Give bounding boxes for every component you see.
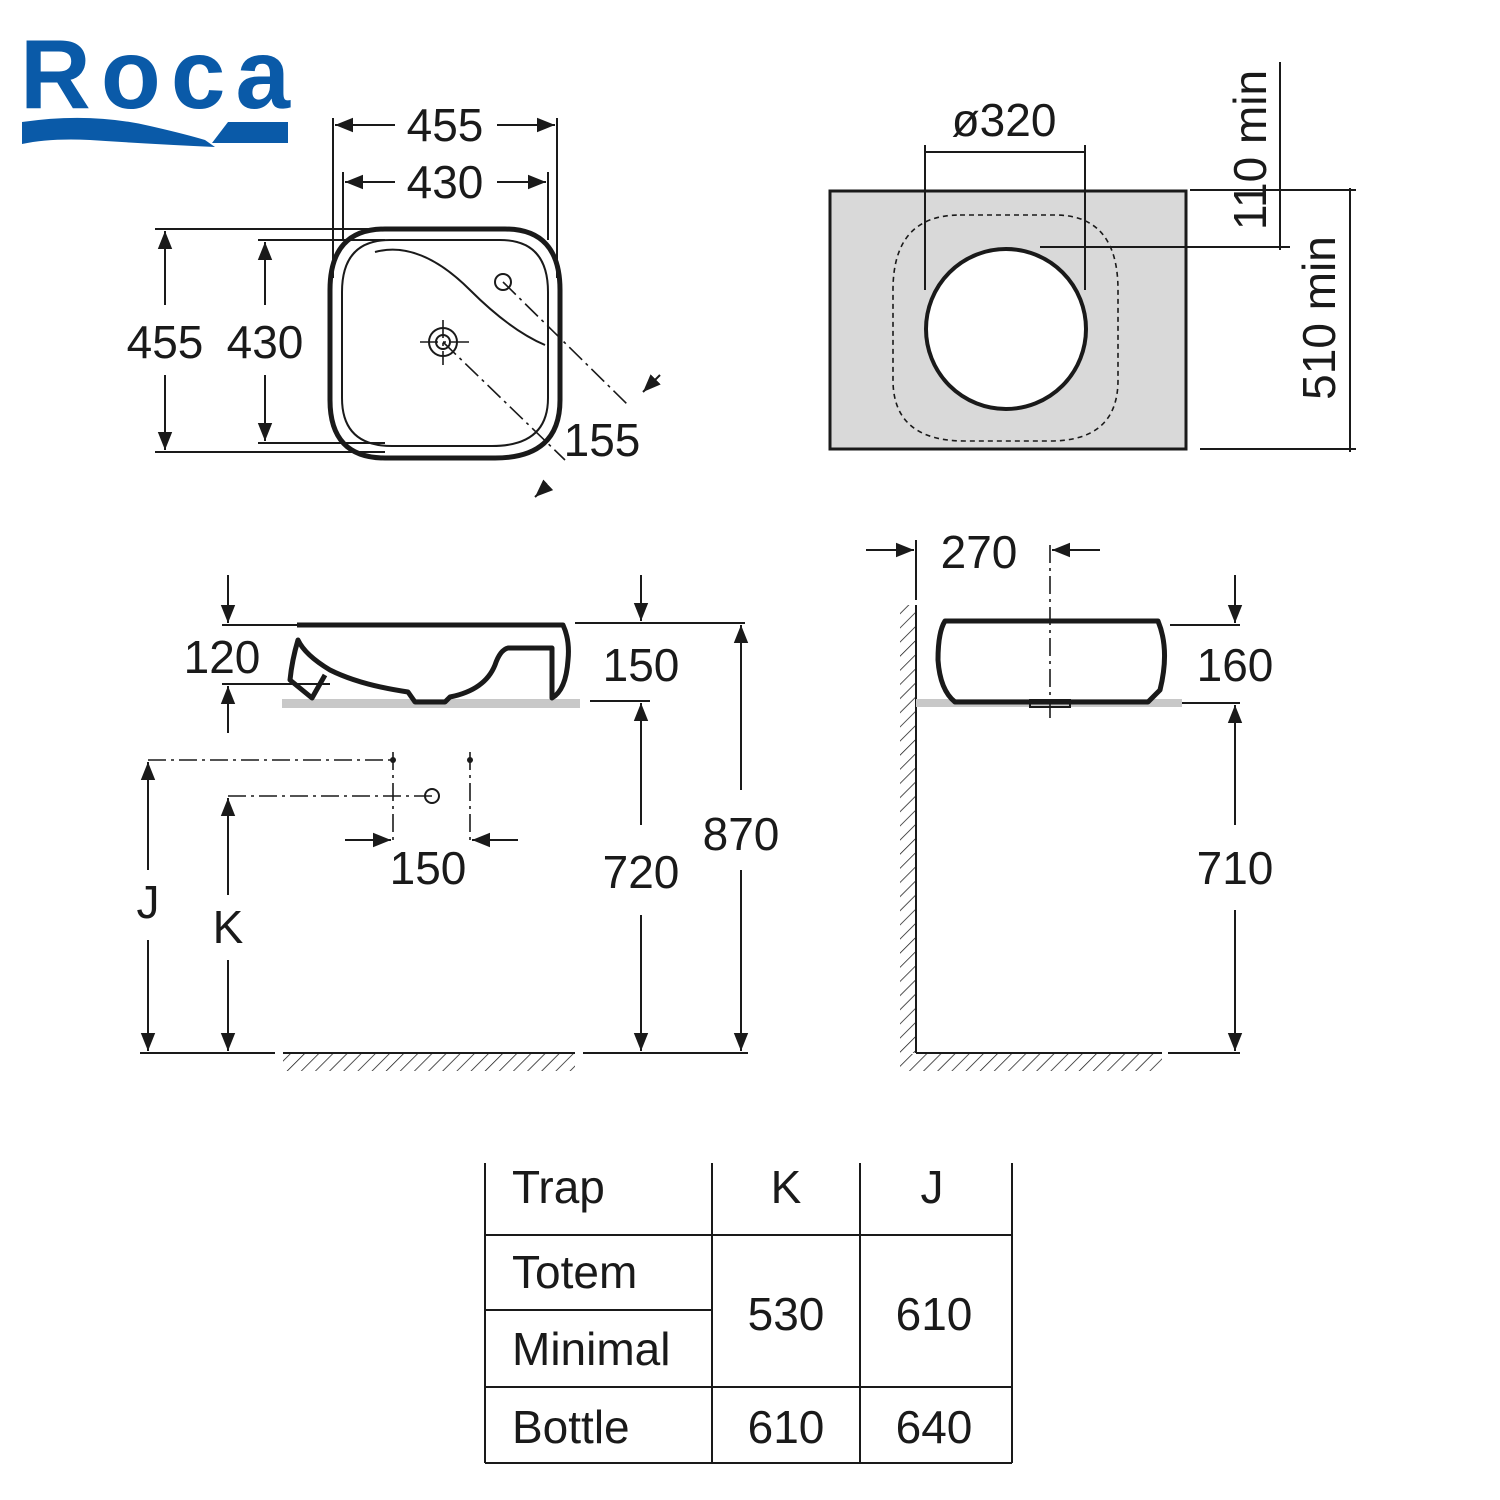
front-view: 120 150 720 870 150 J K: [137, 575, 780, 1071]
dim-basin-top: 150: [603, 639, 680, 691]
row-trap-totem: Totem: [512, 1246, 637, 1298]
row-trap-bottle: Bottle: [512, 1401, 630, 1453]
dim-side-counter-height: 710: [1197, 842, 1274, 894]
label-j: J: [137, 876, 160, 928]
dim-outer-width: 455: [407, 99, 484, 151]
plan-view: 455 430 455 430 155: [127, 99, 661, 498]
merged-j-value: 610: [896, 1288, 973, 1340]
svg-text:Roca: Roca: [20, 19, 291, 129]
dim-diameter: ø320: [952, 94, 1057, 146]
dim-tap-spacing: 150: [390, 842, 467, 894]
dim-tap-offset: 155: [564, 414, 641, 466]
cutout-view: ø320 110 min 510 min: [828, 62, 1356, 452]
dim-front-depth: 510 min: [1293, 236, 1345, 400]
dim-outer-depth: 455: [127, 316, 204, 368]
dim-wall-offset: 270: [941, 526, 1018, 578]
dim-side-basin-height: 160: [1197, 639, 1274, 691]
bottle-k-value: 610: [748, 1401, 825, 1453]
merged-k-value: 530: [748, 1288, 825, 1340]
side-view: 270 160 710: [866, 526, 1273, 1071]
header-k: K: [771, 1161, 802, 1213]
dim-inner-width: 430: [407, 156, 484, 208]
dim-total-height: 870: [703, 808, 780, 860]
dim-back-clearance: 110 min: [1224, 70, 1276, 230]
roca-logo: Roca: [20, 19, 291, 147]
dim-counter-height: 720: [603, 846, 680, 898]
dim-basin-height: 120: [184, 631, 261, 683]
header-trap: Trap: [512, 1161, 605, 1213]
bottle-j-value: 640: [896, 1401, 973, 1453]
dim-inner-depth: 430: [227, 316, 304, 368]
row-trap-minimal: Minimal: [512, 1323, 670, 1375]
trap-table: Trap K J Totem Minimal 530 610 Bottle 61…: [484, 1161, 1013, 1464]
label-k: K: [213, 901, 244, 953]
header-j: J: [921, 1161, 944, 1213]
